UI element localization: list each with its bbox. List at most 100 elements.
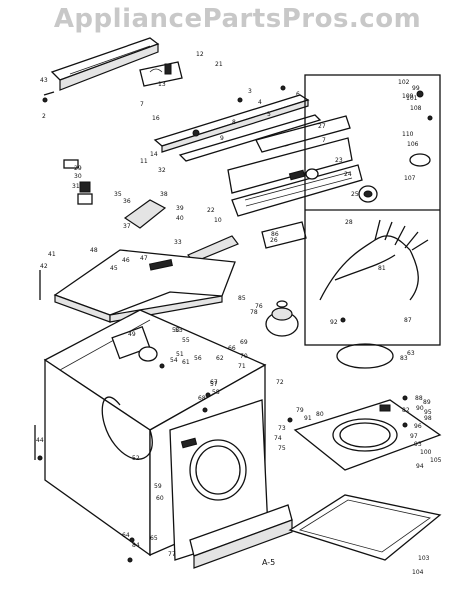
toe-panel xyxy=(189,504,293,569)
callout-label: 62 xyxy=(216,355,224,362)
callout-label: 22 xyxy=(207,207,215,214)
callout-label: 72 xyxy=(276,379,284,386)
top-cover-panel xyxy=(293,399,442,471)
callout-label: 110 xyxy=(402,131,414,138)
callout-label: 70 xyxy=(240,353,248,360)
callout-label: 30 xyxy=(74,173,82,180)
console-panel xyxy=(227,137,378,217)
callout-label: 44 xyxy=(36,437,44,444)
callout-label: 100 xyxy=(420,449,432,456)
console-cover xyxy=(261,221,307,249)
callout-label: 78 xyxy=(250,309,258,316)
callout-label: 25 xyxy=(351,191,359,198)
callout-label: 42 xyxy=(40,263,48,270)
callout-label: 51 xyxy=(176,351,184,358)
callout-label: 98 xyxy=(424,415,432,422)
pump-motor xyxy=(265,300,299,337)
control-rail xyxy=(153,85,322,162)
callout-label: 28 xyxy=(345,219,353,226)
callout-label: 50 xyxy=(172,327,180,334)
callout-label: 93 xyxy=(414,441,422,448)
callout-label: 47 xyxy=(140,255,148,262)
callout-label: 97 xyxy=(410,433,418,440)
callout-label: 9 xyxy=(220,135,224,142)
callout-label: 87 xyxy=(404,317,412,324)
callout-label: 80 xyxy=(316,411,324,418)
callout-label: 27 xyxy=(318,123,326,130)
callout-label: 39 xyxy=(176,205,184,212)
callout-label: 66 xyxy=(228,345,236,352)
callout-label: 104 xyxy=(412,569,424,576)
callout-label: 94 xyxy=(416,463,424,470)
callout-label: 108 xyxy=(410,105,422,112)
callout-label: 57 xyxy=(210,381,218,388)
lid-panel xyxy=(288,494,442,561)
callout-labels: 1213214327163456277891422322324252826101… xyxy=(36,51,442,576)
callout-label: 102 xyxy=(398,79,410,86)
callout-label: 16 xyxy=(152,115,160,122)
callout-label: 13 xyxy=(158,81,166,88)
callout-label: 86 xyxy=(271,231,279,238)
callout-label: 56 xyxy=(194,355,202,362)
callout-label: 105 xyxy=(430,457,442,464)
callout-label: 53 xyxy=(175,327,183,334)
callout-label: 59 xyxy=(154,483,162,490)
callout-label: 43 xyxy=(40,77,48,84)
callout-label: 67 xyxy=(210,379,218,386)
callout-label: 74 xyxy=(274,435,282,442)
drive-belt xyxy=(336,343,394,369)
callout-label: 10 xyxy=(214,217,222,224)
callout-label: 71 xyxy=(238,363,246,370)
watermark: AppliancePartsPros.com xyxy=(53,4,422,34)
callout-label: 32 xyxy=(158,167,166,174)
callout-label: 109 xyxy=(402,93,414,100)
callout-label: 58 xyxy=(212,389,220,396)
callout-label: 37 xyxy=(123,223,131,230)
callout-label: 54 xyxy=(170,357,178,364)
callout-label: 90 xyxy=(416,405,424,412)
callout-label: 99 xyxy=(412,85,420,92)
callout-label: 88 xyxy=(415,395,423,402)
figure-label: A-5 xyxy=(262,558,275,567)
callout-label: 23 xyxy=(335,157,343,164)
callout-label: 29 xyxy=(74,165,82,172)
callout-label: 7 xyxy=(322,137,326,144)
callout-label: 45 xyxy=(110,265,118,272)
callout-label: 63 xyxy=(407,350,415,357)
callout-label: 36 xyxy=(123,198,131,205)
callout-label: 85 xyxy=(238,295,246,302)
callout-label: 48 xyxy=(90,247,98,254)
rear-top-bracket xyxy=(42,37,160,103)
small-parts-left xyxy=(63,159,239,263)
callout-label: 49 xyxy=(128,331,136,338)
callout-label: 6 xyxy=(296,91,300,98)
callout-label: 91 xyxy=(304,415,312,422)
callout-label: 40 xyxy=(176,215,184,222)
callout-label: 77 xyxy=(168,551,176,558)
callout-label: 92 xyxy=(330,319,338,326)
callout-label: 89 xyxy=(423,399,431,406)
callout-label: 7 xyxy=(140,101,144,108)
callout-label: 101 xyxy=(406,95,418,102)
callout-label: 84 xyxy=(132,542,140,549)
callout-label: 81 xyxy=(378,265,386,272)
callout-label: 35 xyxy=(114,191,122,198)
callout-label: 8 xyxy=(232,119,236,126)
callout-label: 68 xyxy=(198,395,206,402)
callout-label: 31 xyxy=(72,183,80,190)
callout-label: 65 xyxy=(150,535,158,542)
callout-label: 107 xyxy=(404,175,416,182)
callout-label: 96 xyxy=(414,423,422,430)
callout-label: 75 xyxy=(278,445,286,452)
front-panel xyxy=(169,399,269,561)
switch-bracket xyxy=(139,61,183,87)
callout-label: 12 xyxy=(196,51,204,58)
callout-label: 41 xyxy=(48,251,56,258)
callout-label: 103 xyxy=(418,555,430,562)
callout-label: 95 xyxy=(424,409,432,416)
callout-label: 5 xyxy=(267,111,271,118)
fasteners xyxy=(34,270,408,563)
callout-label: 4 xyxy=(258,99,262,106)
callout-label: 60 xyxy=(156,495,164,502)
